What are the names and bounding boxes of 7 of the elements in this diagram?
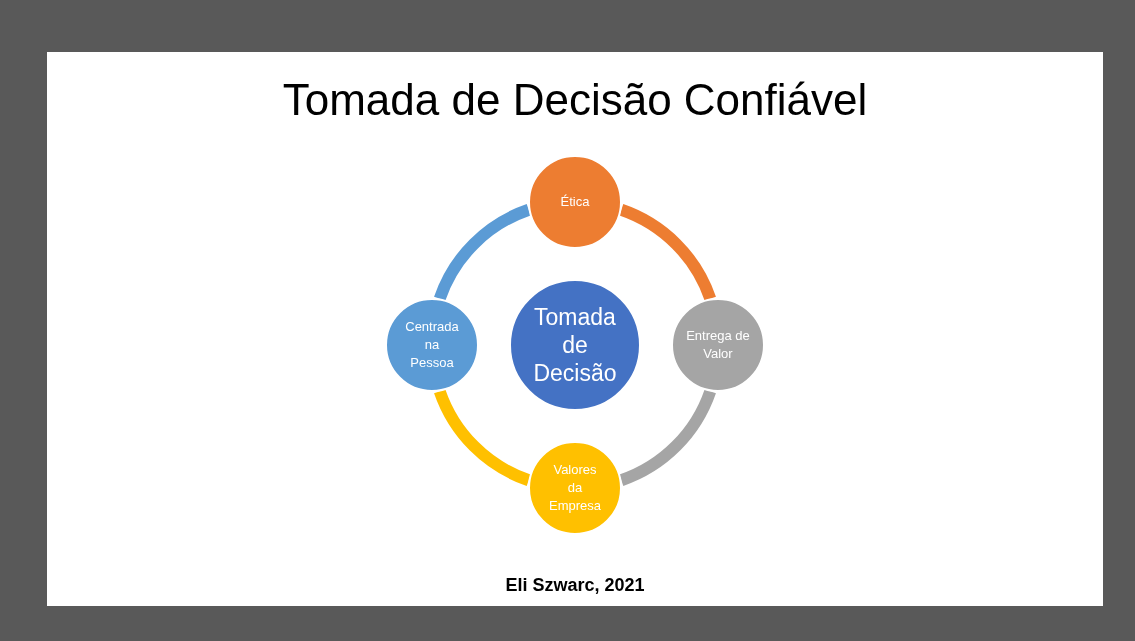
node-label: Tomada de Decisão — [532, 303, 618, 387]
node-label: Ética — [559, 193, 591, 211]
author-credit: Eli Szwarc, 2021 — [504, 574, 646, 597]
node-label: Valores da Empresa — [548, 461, 602, 515]
title: Tomada de Decisão Confiável — [281, 74, 869, 126]
node-label: Entrega de Valor — [686, 327, 750, 363]
node-label: Centrada na Pessoa — [404, 318, 460, 372]
